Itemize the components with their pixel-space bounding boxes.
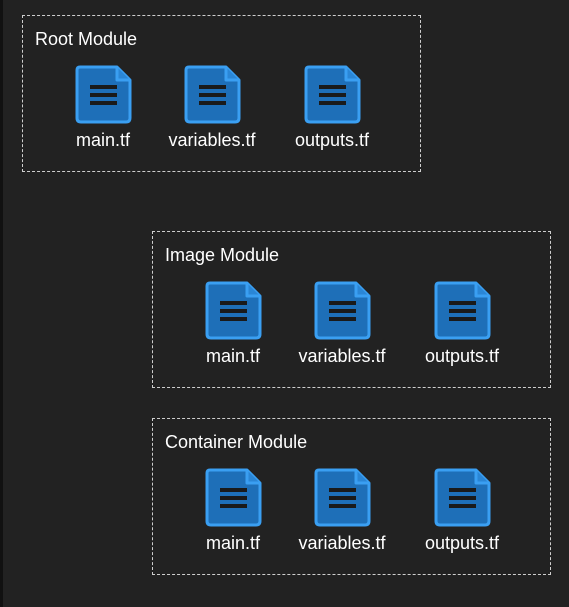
file-document-icon bbox=[75, 65, 132, 124]
file-name: main.tf bbox=[205, 533, 261, 553]
root-module-group: Root Module main.tf variables.tf ou bbox=[22, 15, 421, 172]
file-document-icon bbox=[304, 65, 361, 124]
file-document-icon bbox=[184, 65, 241, 124]
file-outputs-tf[interactable]: outputs.tf bbox=[277, 65, 387, 150]
file-variables-tf[interactable]: variables.tf bbox=[157, 65, 267, 150]
container-module-group: Container Module main.tf variables.tf bbox=[152, 418, 551, 575]
file-main-tf[interactable]: main.tf bbox=[178, 468, 288, 553]
file-outputs-tf[interactable]: outputs.tf bbox=[407, 468, 517, 553]
file-document-icon bbox=[434, 468, 491, 527]
file-document-icon bbox=[205, 468, 262, 527]
file-document-icon bbox=[314, 468, 371, 527]
file-name: variables.tf bbox=[298, 533, 386, 553]
file-document-icon bbox=[205, 281, 262, 340]
file-main-tf[interactable]: main.tf bbox=[178, 281, 288, 366]
image-module-group: Image Module main.tf variables.tf o bbox=[152, 231, 551, 388]
file-name: variables.tf bbox=[168, 130, 256, 150]
file-name: outputs.tf bbox=[294, 130, 370, 150]
file-name: variables.tf bbox=[298, 346, 386, 366]
file-outputs-tf[interactable]: outputs.tf bbox=[407, 281, 517, 366]
file-variables-tf[interactable]: variables.tf bbox=[287, 281, 397, 366]
file-name: main.tf bbox=[75, 130, 131, 150]
file-name: outputs.tf bbox=[424, 533, 500, 553]
module-title: Container Module bbox=[165, 432, 308, 452]
file-name: main.tf bbox=[205, 346, 261, 366]
left-edge-divider bbox=[0, 0, 3, 607]
file-variables-tf[interactable]: variables.tf bbox=[287, 468, 397, 553]
module-title: Root Module bbox=[35, 29, 138, 49]
file-main-tf[interactable]: main.tf bbox=[48, 65, 158, 150]
file-document-icon bbox=[314, 281, 371, 340]
file-document-icon bbox=[434, 281, 491, 340]
file-name: outputs.tf bbox=[424, 346, 500, 366]
module-title: Image Module bbox=[165, 245, 280, 265]
